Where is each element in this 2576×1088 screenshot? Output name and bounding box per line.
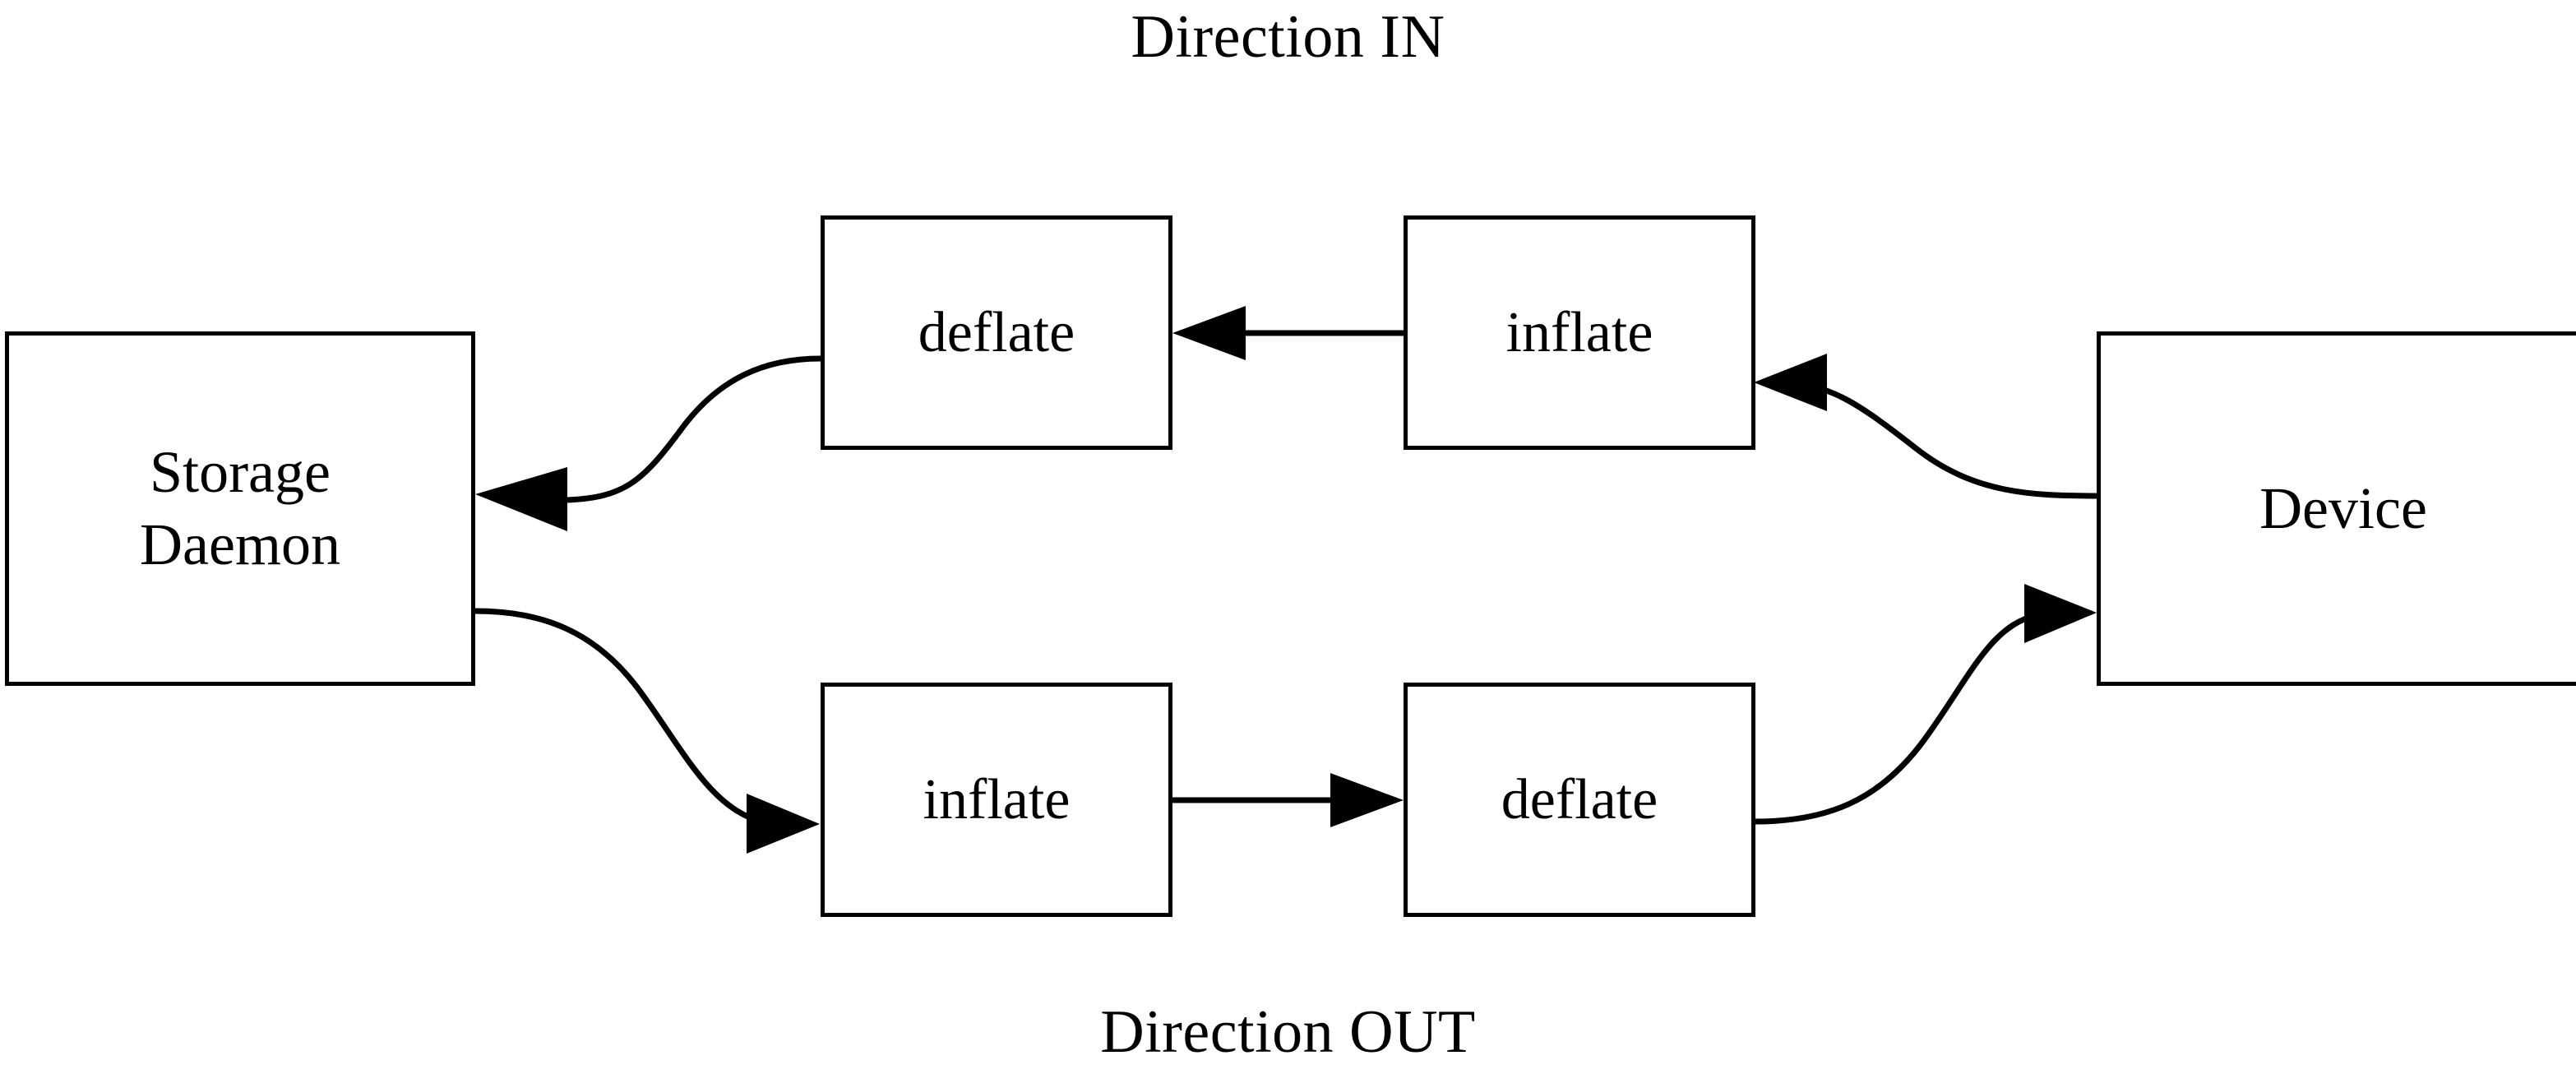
edge-inflate-out-to-deflate-out bbox=[1172, 773, 1404, 827]
edge-inflate-in-to-deflate-in bbox=[1172, 306, 1404, 360]
node-deflate-out[interactable]: deflate bbox=[1404, 683, 1755, 917]
node-deflate-in-label: deflate bbox=[918, 300, 1075, 364]
node-storage-daemon-label-line1: Storage bbox=[150, 438, 331, 505]
node-deflate-out-label: deflate bbox=[1501, 767, 1658, 831]
node-inflate-out-label: inflate bbox=[923, 767, 1071, 831]
node-inflate-in-label: inflate bbox=[1505, 300, 1653, 364]
direction-out-title: Direction OUT bbox=[1100, 998, 1476, 1066]
node-storage-daemon[interactable]: Storage Daemon bbox=[5, 331, 475, 686]
edge-deflate-out-to-device bbox=[1755, 584, 2097, 825]
edge-device-to-inflate-in bbox=[1754, 354, 2097, 499]
node-device[interactable]: Device bbox=[2097, 331, 2576, 686]
edge-storage-to-inflate-out bbox=[474, 608, 820, 854]
node-storage-daemon-label-line2: Daemon bbox=[140, 511, 340, 577]
direction-in-title: Direction IN bbox=[1131, 3, 1445, 71]
node-deflate-in[interactable]: deflate bbox=[821, 215, 1172, 450]
edge-deflate-in-to-storage bbox=[475, 355, 821, 531]
node-inflate-out[interactable]: inflate bbox=[821, 683, 1172, 917]
node-device-label: Device bbox=[2259, 475, 2427, 541]
node-inflate-in[interactable]: inflate bbox=[1404, 215, 1755, 450]
